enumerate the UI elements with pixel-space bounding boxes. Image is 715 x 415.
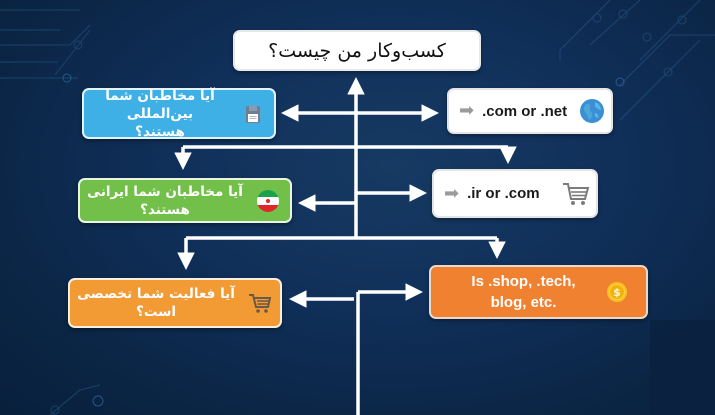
right-arrow-icon: ➡ <box>459 100 475 121</box>
question-specialized-box: آیا فعالیت شما تخصصی است؟ <box>68 278 282 328</box>
question-international-text: آیا مخاطبان شما بین‌المللی هستند؟ <box>84 87 236 141</box>
question-line-2: هستند؟ <box>135 123 185 140</box>
svg-text:$: $ <box>613 286 621 299</box>
answer-ir-com-box: ➡ .ir or .com <box>432 169 598 218</box>
answer-shop-tech-text: Is .shop, .tech, blog, etc. <box>441 271 606 313</box>
question-line-1: آیا مخاطبان شما بین‌المللی <box>105 87 215 122</box>
shopping-cart-icon <box>562 181 590 207</box>
answer-com-net-box: ➡ .com or .net <box>447 88 613 134</box>
question-international-box: آیا مخاطبان شما بین‌المللی هستند؟ <box>82 87 276 141</box>
floppy-disk-icon <box>242 102 264 126</box>
iran-flag-icon <box>256 189 280 213</box>
question-iranian-text: آیا مخاطبان شما ایرانی هستند؟ <box>87 183 243 218</box>
shopping-cart-icon <box>248 292 272 314</box>
right-arrow-icon: ➡ <box>444 182 460 204</box>
title-box: کسب‌وکار من چیست؟ <box>233 30 481 71</box>
answer-ir-com-text: .ir or .com <box>467 185 540 202</box>
answer-line-1: Is .shop, .tech, <box>471 273 576 290</box>
answer-line-2: blog, etc. <box>490 294 557 311</box>
answer-com-net-text: .com or .net <box>482 102 568 120</box>
question-iranian-box: آیا مخاطبان شما ایرانی هستند؟ <box>78 178 292 223</box>
globe-icon <box>579 98 605 124</box>
title-text: کسب‌وکار من چیست؟ <box>268 39 446 62</box>
dark-panel <box>650 320 715 415</box>
dollar-coin-icon: $ <box>606 281 628 303</box>
answer-shop-tech-box: Is .shop, .tech, blog, etc. $ <box>429 265 648 319</box>
question-specialized-text: آیا فعالیت شما تخصصی است؟ <box>77 286 235 320</box>
